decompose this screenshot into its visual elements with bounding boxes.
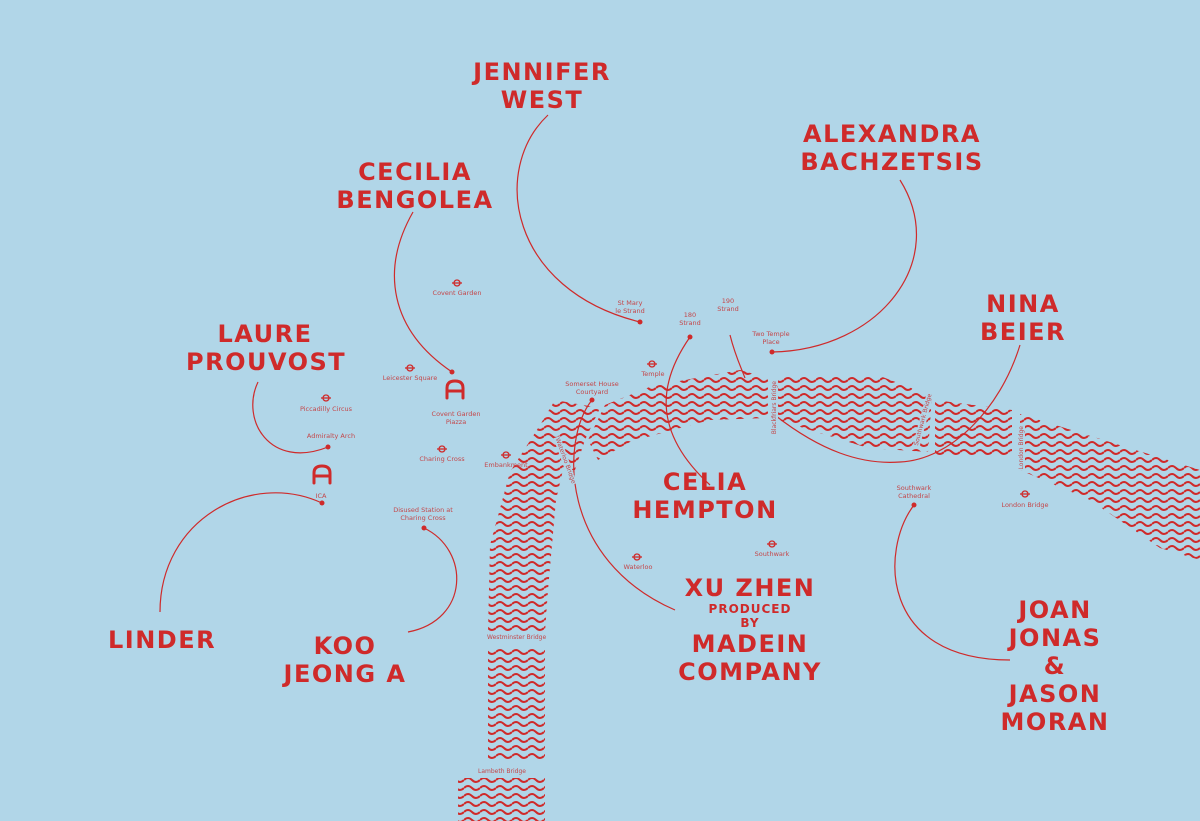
underground-roundel-icon <box>405 364 415 372</box>
artist-jennifer-west: JENNIFER WEST <box>473 58 611 114</box>
underground-roundel-icon <box>437 445 447 453</box>
place-southwark: Southwark <box>754 550 790 558</box>
connector-celia-hempton-2 <box>729 334 746 379</box>
connector-nina-beier <box>775 344 1021 463</box>
artist-alexandra-bachzetsis: ALEXANDRA BACHZETSIS <box>800 120 984 176</box>
artist-cecilia-bengolea: CECILIA BENGOLEA <box>336 158 494 214</box>
underground-roundel-icon <box>767 540 777 548</box>
place-covent-garden-piazza: Covent Garden Piazza <box>431 410 481 426</box>
place-st-mary-le-strand: St Mary le Strand <box>615 299 645 315</box>
bridge-blackfriars: Blackfriars Bridge <box>771 380 778 436</box>
connector-koo-jeong-a <box>407 527 458 633</box>
place-admiralty-arch: Admiralty Arch <box>306 432 356 440</box>
place-190-strand: 190 Strand <box>717 297 739 313</box>
connector-celia-hempton-1 <box>665 336 711 486</box>
artist-joan-jonas-jason-moran: JOAN JONAS & JASON MORAN <box>1000 596 1110 736</box>
underground-roundel-icon <box>452 279 462 287</box>
artist-koo-jeong-a: KOO JEONG A <box>283 632 407 688</box>
place-leicester-square: Leicester Square <box>382 374 438 382</box>
underground-roundel-icon <box>647 360 657 368</box>
connector-jennifer-west <box>516 114 641 323</box>
connector-cecilia-bengolea <box>394 211 453 373</box>
bridge-london: London Bridge <box>1018 425 1025 471</box>
venue-a-icon <box>312 464 332 485</box>
place-temple: Temple <box>641 370 665 378</box>
bridge-lambeth: Lambeth Bridge <box>477 768 527 775</box>
underground-roundel-icon <box>501 451 511 459</box>
connector-alexandra-bachzetsis <box>771 179 918 353</box>
place-charing-cross: Charing Cross <box>419 455 465 463</box>
artist-linder: LINDER <box>108 626 217 654</box>
place-disused-station-charing-cross: Disused Station at Charing Cross <box>393 506 453 522</box>
place-two-temple-place: Two Temple Place <box>752 330 790 346</box>
artist-xu-zhen: XU ZHEN PRODUCED BY MADEIN COMPANY <box>678 574 822 686</box>
place-embankment: Embankment <box>484 461 528 469</box>
place-london-bridge-station: London Bridge <box>1001 501 1049 509</box>
venue-a-icon <box>445 379 465 400</box>
underground-roundel-icon <box>632 553 642 561</box>
place-ica: ICA <box>315 492 327 500</box>
artist-laure-prouvost: LAURE PROUVOST <box>186 320 347 376</box>
place-southwark-cathedral: Southwark Cathedral <box>896 484 932 500</box>
artist-nina-beier: NINA BEIER <box>980 290 1066 346</box>
connector-linder <box>159 492 323 613</box>
place-waterloo: Waterloo <box>623 563 653 571</box>
bridge-westminster: Westminster Bridge <box>486 634 548 641</box>
underground-roundel-icon <box>321 394 331 402</box>
underground-roundel-icon <box>1020 490 1030 498</box>
connector-joan-jonas <box>894 504 1011 661</box>
connector-laure-prouvost <box>252 381 329 454</box>
place-somerset-house-courtyard: Somerset House Courtyard <box>565 380 619 396</box>
place-180-strand: 180 Strand <box>679 311 701 327</box>
artist-celia-hempton: CELIA HEMPTON <box>632 468 778 524</box>
connector-xu-zhen <box>573 399 676 611</box>
place-covent-garden: Covent Garden <box>432 289 482 297</box>
place-piccadilly-circus: Piccadilly Circus <box>299 405 353 413</box>
